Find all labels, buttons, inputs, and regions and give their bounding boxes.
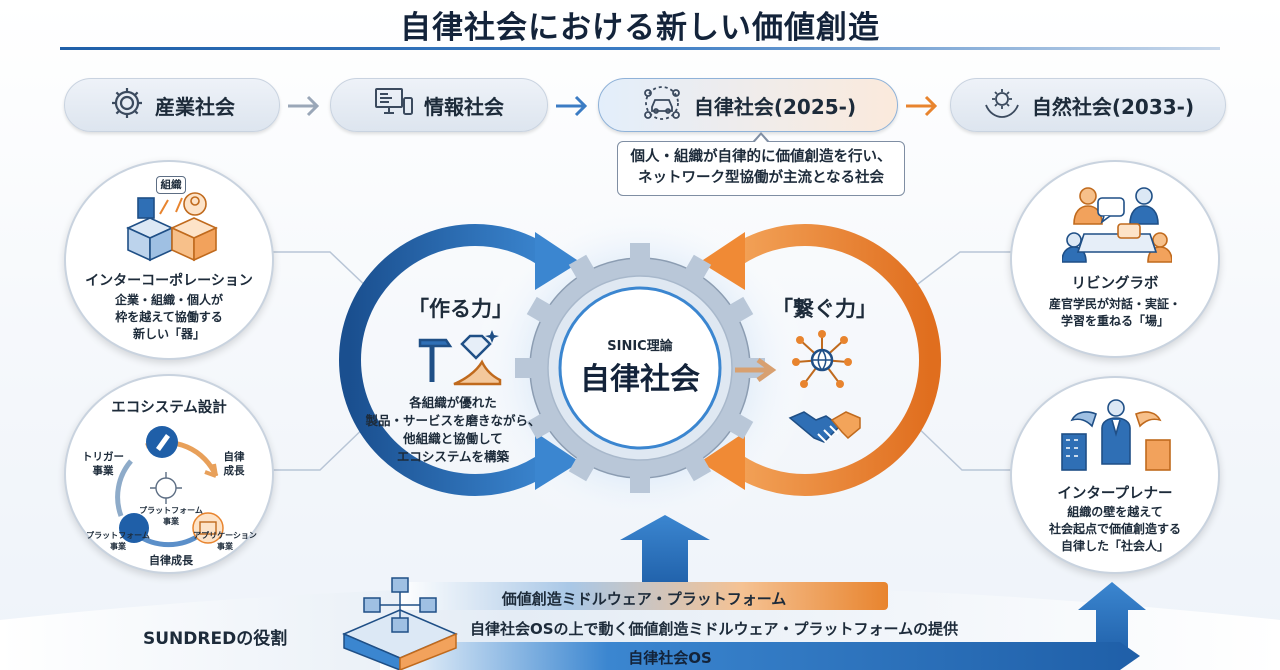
making-power-heading: 「作る力」 xyxy=(408,297,513,321)
autonomous-car-icon xyxy=(640,83,684,128)
ecosystem-title: エコシステム設計 xyxy=(111,400,227,416)
living-lab-desc-2: 学習を重ねる「場」 xyxy=(1060,314,1169,328)
self-growth-label: 自律成長 xyxy=(149,554,193,567)
title-underline xyxy=(60,47,1220,50)
stage-natural: 自然社会(2033-) xyxy=(950,78,1226,132)
platform-business-label: プラットフォーム 事業 xyxy=(86,531,150,551)
intercorporation-desc-3: 新しい「器」 xyxy=(132,327,205,341)
hammer-diamond-icon xyxy=(414,326,504,392)
network-hub-icon xyxy=(790,330,854,394)
middleware-provide-text: 自律社会OSの上で動く価値創造ミドルウェア・プラットフォームの提供 xyxy=(470,620,959,638)
meeting-people-icon xyxy=(1061,178,1173,272)
arrow-right-icon xyxy=(904,92,940,124)
autonomous-growth-label: 自律 成長 xyxy=(223,451,245,477)
interpreneur-desc-2: 社会起点で価値創造する xyxy=(1048,522,1181,536)
intercorporation-circle: 組織 インターコーポレーション 企業・組織・個人が 枠を越えて協働する 新しい「… xyxy=(64,160,274,360)
stage-industrial: 産業社会 xyxy=(64,78,280,132)
living-lab-desc-1: 産官学民が対話・実証・ xyxy=(1048,297,1181,311)
middleware-platform-bar: 価値創造ミドルウェア・プラットフォーム xyxy=(501,590,787,608)
living-lab-circle: リビングラボ 産官学民が対話・実証・ 学習を重ねる「場」 xyxy=(1010,160,1220,358)
stage-autonomous: 自律社会(2025-) xyxy=(598,78,898,132)
stage-label: 自然社会(2033-) xyxy=(1031,94,1195,119)
interpreneur-title: インタープレナー xyxy=(1057,486,1173,502)
stage-information: 情報社会 xyxy=(330,78,548,132)
organization-boxes-icon xyxy=(122,176,222,270)
ecosystem-cycle-diagram xyxy=(115,426,224,548)
page-title: 自律社会における新しい価値創造 xyxy=(400,10,880,46)
autonomous-os-bar: 自律社会OS xyxy=(628,649,712,667)
making-power-description: 各組織が優れた 製品・サービスを磨きながら、 他組織と協働して エコシステムを構… xyxy=(365,395,541,464)
application-business-label: アプリケーション 事業 xyxy=(193,531,257,551)
stage-label: 産業社会 xyxy=(155,94,235,119)
platform-blocks-icon xyxy=(340,574,460,670)
gear-icon xyxy=(109,85,145,126)
living-lab-title: リビングラボ xyxy=(1071,276,1159,292)
trigger-business-label: トリガー 事業 xyxy=(82,451,124,477)
bottom-foundation xyxy=(0,515,1280,670)
stage-label: 情報社会 xyxy=(424,94,504,119)
nature-hands-icon xyxy=(982,85,1022,126)
organization-badge: 組織 xyxy=(156,176,186,194)
core-autonomous-society: 自律社会 xyxy=(580,362,700,397)
handshake-icon xyxy=(788,404,862,458)
interpreneur-desc-1: 組織の壁を越えて xyxy=(1067,505,1163,519)
sinic-theory-label: SINIC理論 xyxy=(607,339,673,354)
interpreneur-desc-3: 自律した「社会人」 xyxy=(1060,539,1169,553)
intercorporation-desc-2: 枠を越えて協働する xyxy=(115,310,223,324)
arrow-right-icon xyxy=(554,92,590,124)
stage-label: 自律社会(2025-) xyxy=(693,94,857,119)
ecosystem-design-circle: エコシステム設計 トリガー 事業 自律 成長 プラットフォーム 事業 プラットフ… xyxy=(64,374,274,574)
connecting-power-heading: 「繋ぐ力」 xyxy=(772,297,877,321)
intercorporation-title: インターコーポレーション xyxy=(85,273,253,289)
winged-person-buildings-icon xyxy=(1056,394,1176,478)
platform-center-label: プラットフォーム 事業 xyxy=(139,506,203,526)
intercorporation-desc-1: 企業・組織・個人が xyxy=(114,293,223,307)
arrow-right-icon xyxy=(286,92,322,124)
cycle-arrows-diagram xyxy=(339,210,941,510)
interpreneur-circle: インタープレナー 組織の壁を越えて 社会起点で価値創造する 自律した「社会人」 xyxy=(1010,376,1220,574)
sundred-role-label: SUNDREDの役割 xyxy=(143,629,288,649)
computer-icon xyxy=(374,86,414,125)
